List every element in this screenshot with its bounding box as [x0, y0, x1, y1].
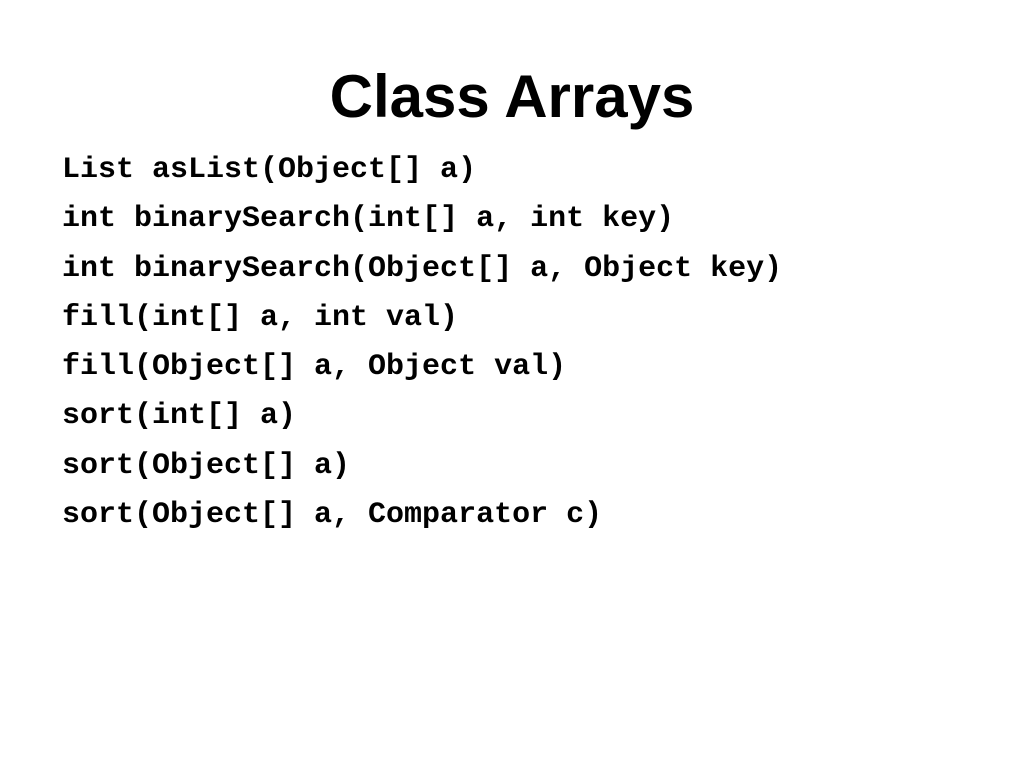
method-signature-fill-object: fill(Object[] a, Object val) [62, 350, 567, 385]
method-signature-list: List asList(Object[] a) int binarySearch… [62, 146, 782, 540]
slide-title: Class Arrays [329, 63, 695, 130]
method-signature-sort-comparator: sort(Object[] a, Comparator c) [62, 498, 603, 533]
method-signature-binarysearch-object: int binarySearch(Object[] a, Object key) [62, 251, 783, 286]
method-signature-sort-int: sort(int[] a) [62, 399, 297, 434]
method-signature-sort-object: sort(Object[] a) [62, 448, 351, 483]
method-signature-fill-int: fill(int[] a, int val) [62, 300, 459, 335]
method-signature-binarysearch-int: int binarySearch(int[] a, int key) [62, 202, 675, 237]
method-signature-aslist: List asList(Object[] a) [62, 153, 477, 187]
